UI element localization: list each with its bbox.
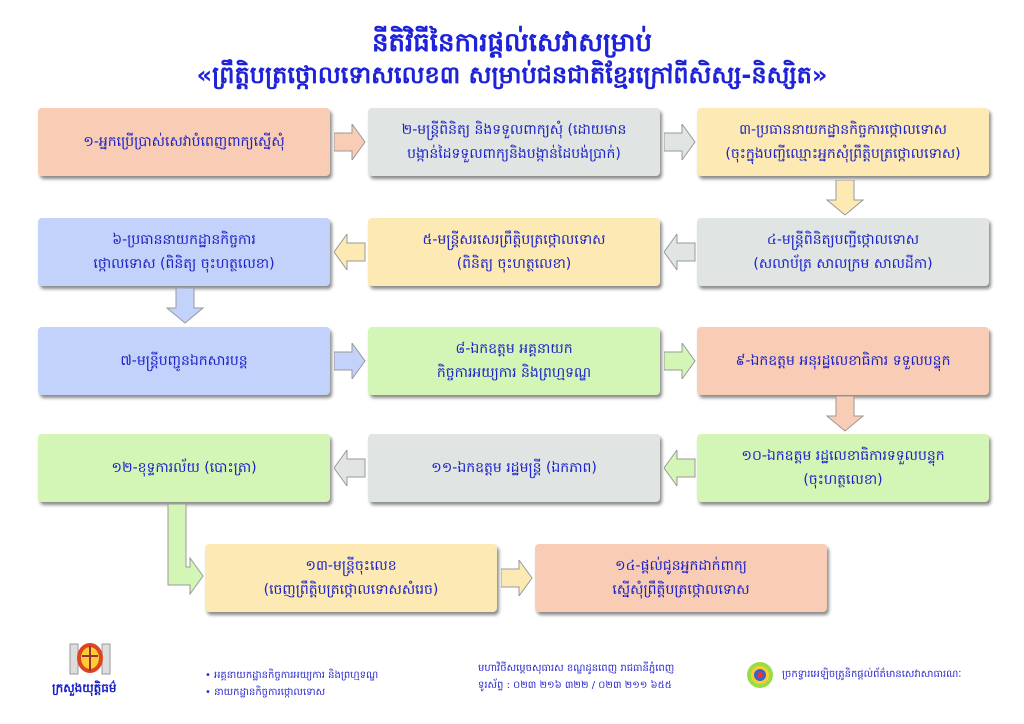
step-3-text-line2: (ចុះក្នុងបញ្ជីឈ្មោះអ្នកសុំព្រឹត្តិបត្រថ្…: [725, 146, 961, 162]
step-14-text-line2: ស្នើសុំព្រឹត្តិបត្រថ្កោលទោស: [612, 582, 750, 598]
arrow-down-6-7: [166, 288, 204, 324]
step-5-text-line2: (ពិនិត្យ ចុះហត្ថលេខា): [456, 256, 572, 272]
step-14-text-line1: ១៤-ផ្តល់ជូនអ្នកដាក់ពាក្យ: [615, 558, 747, 574]
public-service-info-logo: [747, 662, 773, 688]
step-13-text-line1: ១៣-មន្ត្រីចុះលេខ: [305, 558, 397, 574]
arrow-right-2-3: [664, 124, 696, 160]
department-2: • នាយកដ្ឋានកិច្ចការថ្កោលទោស: [205, 687, 326, 698]
step-13-text-line2: (ចេញព្រឹត្តិបត្រថ្កោលទោសសំរេច): [263, 582, 439, 598]
step-4-box: ៤-មន្ត្រីពិនិត្យបញ្ជីថ្កោលទោស (សលាប័ត្រ ស…: [697, 218, 989, 286]
ministry-emblem-logo: [69, 643, 111, 675]
arrow-left-5-6: [334, 234, 366, 270]
arrow-down-3-4: [826, 180, 864, 216]
step-13-box: ១៣-មន្ត្រីចុះលេខ (ចេញព្រឹត្តិបត្រថ្កោលទោស…: [205, 544, 497, 612]
title-line-1: នីតិវិធីនៃការផ្តល់សេវាសម្រាប់: [371, 28, 653, 58]
step-6-box: ៦-ប្រធាននាយកដ្ឋានកិច្ចការថ្កោលទោស (ពិនិត…: [38, 218, 330, 286]
step-7-text: ៧-មន្ត្រីបញ្ជូនឯកសារបន្ត: [120, 353, 248, 369]
title-line-2: «ព្រឹត្តិបត្រថ្កោលទោសលេខ៣ សម្រាប់ជនជាតិខ…: [196, 61, 828, 89]
arrow-left-11-12: [334, 450, 366, 486]
step-2-text-line1: ២-មន្ត្រីពិនិត្យ និងទទួលពាក្យសុំ (ដោយមាន: [401, 122, 627, 138]
step-11-text: ១១-ឯកឧត្តម រដ្ឋមន្ត្រី (ឯកភាព): [431, 460, 597, 476]
phone-numbers: ទូរស័ព្ទ : ០២៣ ២១៦ ៣២២ / ០២៣ ២១១ ៦៥៥: [478, 680, 672, 691]
ministry-name: ក្រសួងយុត្តិធម៌: [52, 681, 117, 695]
step-5-box: ៥-មន្ត្រីសរសេរព្រឹត្តិបត្រថ្កោលទោស (ពិនិត…: [368, 218, 660, 286]
step-3-box: ៣-ប្រធាននាយកដ្ឋានកិច្ចការថ្កោលទោស (ចុះក្ន…: [697, 108, 989, 176]
step-11-box: ១១-ឯកឧត្តម រដ្ឋមន្ត្រី (ឯកភាព): [368, 434, 660, 502]
step-10-text-line2: (ចុះហត្ថលេខា): [803, 472, 883, 488]
step-6-text-line2: ថ្កោលទោស (ពិនិត្យ ចុះហត្ថលេខា): [93, 256, 275, 272]
step-2-box: ២-មន្ត្រីពិនិត្យ និងទទួលពាក្យសុំ (ដោយមាន…: [368, 108, 660, 176]
step-12-text: ១២-ខុទ្ទការល័យ (បោះត្រា): [111, 460, 257, 476]
step-9-text: ៩-ឯកឧត្តម អនុរដ្ឋលេខាធិការ ទទួលបន្ទុក: [735, 353, 951, 369]
arrow-right-8-9: [664, 343, 696, 379]
step-10-text-line1: ១០-ឯកឧត្តម រដ្ឋលេខាធិការទទួលបន្ទុក: [741, 448, 945, 464]
arrow-right-7-8: [334, 343, 366, 379]
arrow-down-9-10: [826, 396, 864, 432]
step-1-box: ១-អ្នកប្រើប្រាស់សេវាបំពេញពាក្យស្នើសុំ: [38, 108, 330, 176]
arrow-elbow-12-13: [167, 504, 204, 596]
address: មហាវិថីសម្តេចសុធារស ខណ្ឌដូនពេញ រាជធានីភ្…: [478, 663, 675, 674]
arrow-right-13-14: [501, 560, 533, 596]
department-1: • អគ្គនាយកដ្ឋានកិច្ចការអយ្យការ និងព្រហ្ម…: [205, 670, 379, 681]
step-3-text-line1: ៣-ប្រធាននាយកដ្ឋានកិច្ចការថ្កោលទោស: [739, 122, 947, 138]
step-12-box: ១២-ខុទ្ទការល័យ (បោះត្រា): [38, 434, 330, 502]
arrow-left-10-11: [664, 450, 696, 486]
step-4-text-line1: ៤-មន្ត្រីពិនិត្យបញ្ជីថ្កោលទោស: [766, 232, 920, 248]
step-8-box: ៨-ឯកឧត្តម អគ្គនាយកកិច្ចការអយ្យការ និងព្រ…: [368, 327, 660, 395]
step-10-box: ១០-ឯកឧត្តម រដ្ឋលេខាធិការទទួលបន្ទុក (ចុះហត…: [697, 434, 989, 502]
step-7-box: ៧-មន្ត្រីបញ្ជូនឯកសារបន្ត: [38, 327, 330, 395]
public-info-window-label: ច្រកទ្វារអេឡិចត្រូនិកផ្តល់ព័ត៌មានសេវាសាធ…: [782, 669, 962, 680]
step-8-text-line2: កិច្ចការអយ្យការ និងព្រហ្មទណ្ឌ: [436, 365, 592, 381]
step-14-box: ១៤-ផ្តល់ជូនអ្នកដាក់ពាក្យស្នើសុំព្រឹត្តិប…: [535, 544, 827, 612]
arrow-left-4-5: [664, 234, 696, 270]
step-4-text-line2: (សលាប័ត្រ សាលក្រម សាលដីកា): [753, 256, 933, 272]
step-8-text-line1: ៨-ឯកឧត្តម អគ្គនាយក: [455, 341, 573, 357]
step-5-text-line1: ៥-មន្ត្រីសរសេរព្រឹត្តិបត្រថ្កោលទោស: [422, 232, 606, 248]
step-6-text-line1: ៦-ប្រធាននាយកដ្ឋានកិច្ចការ: [112, 232, 256, 248]
step-1-text: ១-អ្នកប្រើប្រាស់សេវាបំពេញពាក្យស្នើសុំ: [83, 134, 285, 150]
step-2-text-line2: បង្កាន់ដៃទទួលពាក្យនិងបង្កាន់ដៃបង់ប្រាក់): [407, 146, 621, 162]
arrow-right-1-2: [334, 124, 366, 160]
step-9-box: ៩-ឯកឧត្តម អនុរដ្ឋលេខាធិការ ទទួលបន្ទុក: [697, 327, 989, 395]
